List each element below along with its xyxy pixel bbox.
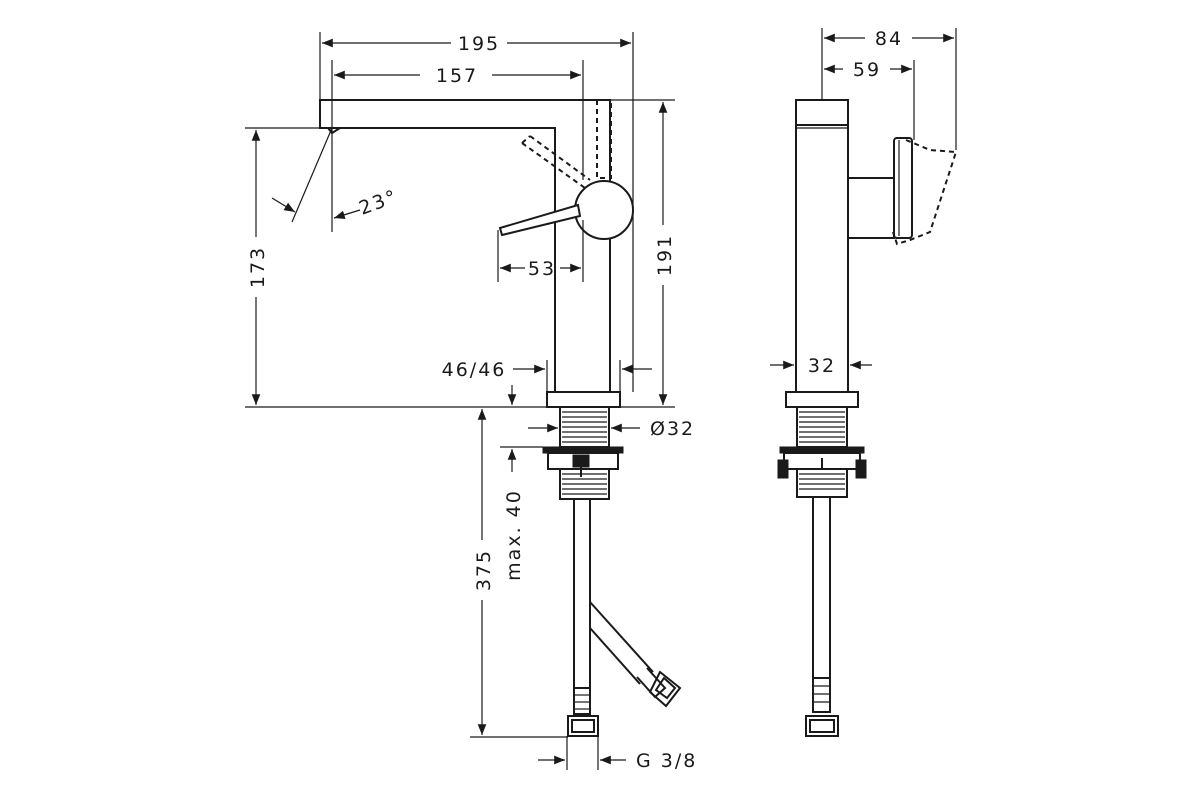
spout: [319, 99, 611, 393]
mounting-nut: [542, 446, 624, 477]
dim-53: 53: [528, 258, 556, 280]
side-mounting-nut: [777, 446, 867, 479]
threaded-shank-upper: [559, 406, 610, 448]
base-flange: [546, 391, 621, 408]
side-flange: [785, 391, 859, 408]
dim-191: 191: [654, 234, 676, 276]
dim-dia-32: Ø32: [650, 418, 695, 440]
supply-hose-straight: [567, 499, 599, 737]
supply-hose-bent: [589, 601, 682, 708]
lever-handle-alt-diagonal: [521, 135, 591, 189]
lever-handle-alt-vertical: [596, 100, 612, 179]
front-view: [245, 32, 682, 770]
dim-195: 195: [458, 33, 500, 55]
side-body: [795, 99, 849, 393]
side-thread-upper: [796, 406, 848, 448]
side-lever-alt: [892, 139, 958, 246]
dim-157: 157: [436, 65, 478, 87]
dim-side-32: 32: [808, 355, 836, 377]
side-cartridge: [847, 177, 895, 239]
dim-46-46: 46/46: [442, 359, 507, 381]
threaded-shank-lower: [559, 468, 610, 500]
side-thread-lower: [796, 468, 848, 498]
side-view: [777, 28, 958, 737]
side-handle-disc: [893, 137, 913, 239]
lever-handle: [498, 180, 634, 240]
dim-max-40: max. 40: [503, 489, 525, 581]
front-dimensions: 195 157 191 173 23° 53 46/46 Ø32: [247, 33, 697, 772]
dim-g-3-8: G 3/8: [636, 750, 697, 772]
dim-84: 84: [875, 28, 903, 50]
dim-59: 59: [853, 59, 881, 81]
side-dimensions: 84 59 32: [770, 28, 954, 377]
dim-375: 375: [473, 549, 495, 591]
side-supply-hose: [805, 497, 839, 737]
dim-173: 173: [247, 246, 269, 288]
dim-23deg: 23°: [356, 185, 401, 219]
